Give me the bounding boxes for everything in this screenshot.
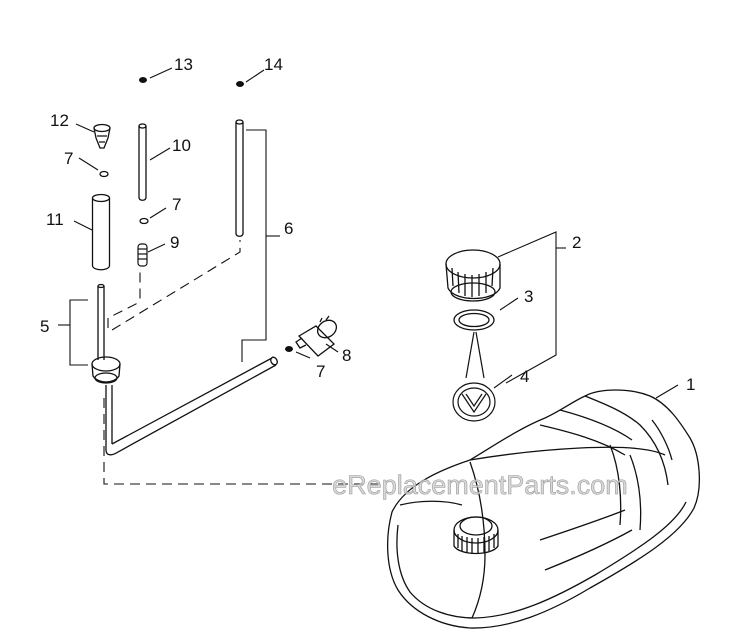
callout-7-upper: 7 (64, 149, 73, 168)
clamp-7-middle[interactable] (139, 217, 149, 225)
callout-4: 4 (520, 367, 529, 386)
fuel-pickup-assembly[interactable] (91, 283, 279, 456)
tube-10[interactable] (138, 123, 147, 201)
watermark: eReplacementParts.com (332, 470, 628, 500)
callout-7-lower: 7 (316, 362, 325, 381)
callout-13: 13 (174, 55, 193, 74)
clamp-7-lower[interactable] (285, 346, 293, 352)
tube-14[interactable] (235, 119, 244, 237)
callout-5: 5 (40, 317, 49, 336)
callout-7-middle: 7 (172, 195, 181, 214)
cap-strainer[interactable] (452, 331, 496, 422)
sleeve-11[interactable] (91, 193, 111, 271)
fuel-tank[interactable] (386, 389, 700, 629)
callout-11: 11 (46, 210, 64, 229)
plug-14[interactable] (236, 81, 244, 87)
plug-13[interactable] (139, 77, 147, 83)
fuel-valve-8[interactable] (295, 315, 340, 357)
bracket-lines (58, 129, 566, 384)
leader-lines (73, 67, 679, 399)
callout-1: 1 (686, 375, 695, 394)
callout-10: 10 (172, 136, 191, 155)
fitting-9[interactable] (137, 243, 148, 267)
callout-numbers: 1 2 3 4 5 6 7 7 7 8 9 10 11 12 13 14 (40, 55, 695, 394)
vent-cap-12[interactable] (93, 123, 111, 149)
callout-14: 14 (264, 55, 283, 74)
callout-2: 2 (572, 233, 581, 252)
callout-3: 3 (524, 287, 533, 306)
cap-gasket[interactable] (453, 309, 495, 331)
callout-6: 6 (284, 219, 293, 238)
callout-12: 12 (50, 111, 69, 130)
assembly-guide-lines (103, 240, 380, 485)
callout-9: 9 (170, 233, 179, 252)
callout-8: 8 (342, 346, 351, 365)
fuel-cap[interactable] (445, 249, 501, 302)
clamp-7-upper[interactable] (99, 170, 109, 178)
